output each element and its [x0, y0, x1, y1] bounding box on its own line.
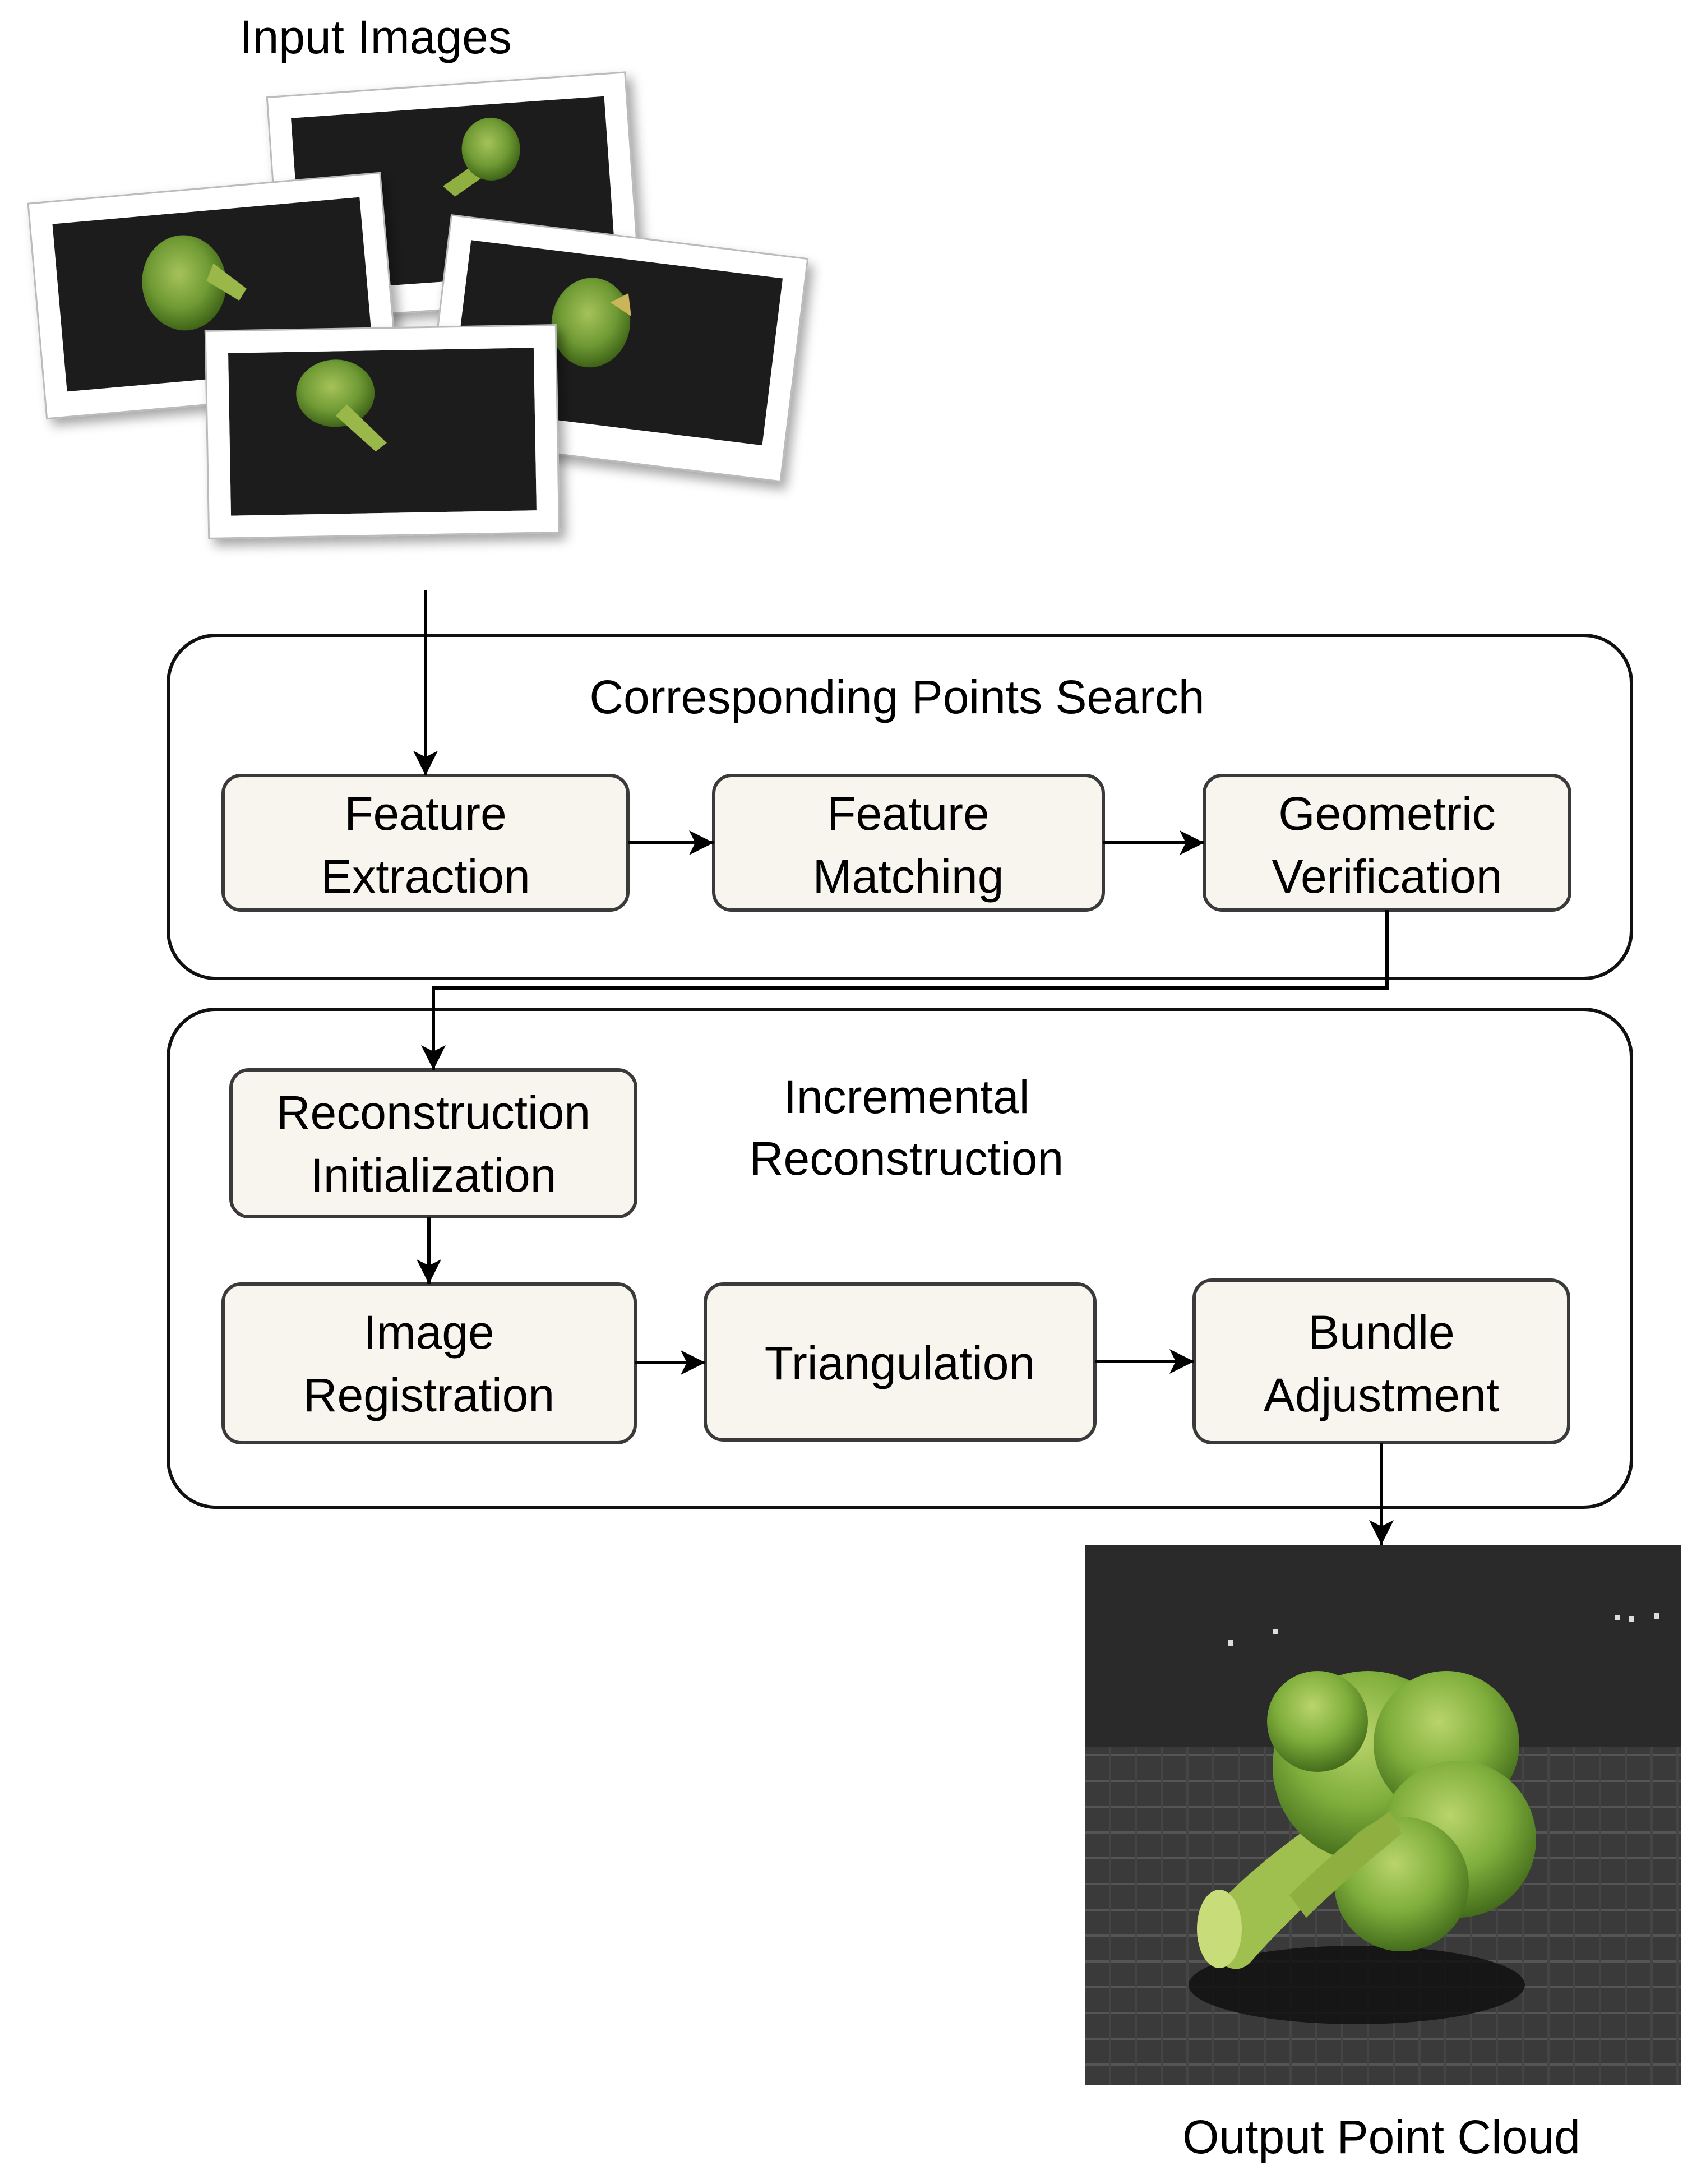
edges	[413, 590, 1394, 1545]
reconstruction-initialization-node: Reconstruction Initialization	[229, 1068, 637, 1218]
feature-extraction-line-2: Extraction	[321, 850, 530, 903]
incremental-reconstruction-title-line-1: Incremental	[784, 1070, 1030, 1123]
input-photo-4	[204, 324, 561, 539]
feature-extraction-node: Feature Extraction	[221, 774, 630, 912]
feature-matching-node: Feature Matching	[712, 774, 1105, 912]
bundle-adjustment-node: Bundle Adjustment	[1192, 1278, 1570, 1444]
edge-verification-to-initialization	[421, 910, 1389, 1070]
reconstruction-initialization-line-2: Initialization	[311, 1149, 557, 1202]
output-point-cloud-label: Output Point Cloud	[1182, 2111, 1580, 2163]
bundle-adjustment-line-1: Bundle	[1308, 1306, 1455, 1359]
output-point-cloud-image	[1085, 1545, 1681, 2085]
triangulation-node: Triangulation	[704, 1282, 1097, 1442]
incremental-reconstruction-title-line-2: Reconstruction	[750, 1132, 1064, 1185]
input-images-label: Input Images	[239, 11, 512, 63]
image-registration-line-1: Image	[363, 1306, 494, 1359]
geometric-verification-line-2: Verification	[1272, 850, 1502, 903]
corresponding-points-search-title: Corresponding Points Search	[589, 671, 1204, 723]
feature-extraction-line-1: Feature	[344, 787, 507, 840]
reconstruction-initialization-line-1: Reconstruction	[276, 1086, 590, 1139]
geometric-verification-node: Geometric Verification	[1203, 774, 1571, 912]
geometric-verification-line-1: Geometric	[1278, 787, 1495, 840]
image-registration-line-2: Registration	[303, 1369, 554, 1421]
feature-matching-line-1: Feature	[827, 787, 990, 840]
triangulation-line-1: Triangulation	[765, 1337, 1035, 1389]
input-photo-stack	[27, 71, 809, 539]
image-registration-node: Image Registration	[221, 1282, 637, 1444]
bundle-adjustment-line-2: Adjustment	[1264, 1369, 1499, 1421]
feature-matching-line-2: Matching	[813, 850, 1004, 903]
